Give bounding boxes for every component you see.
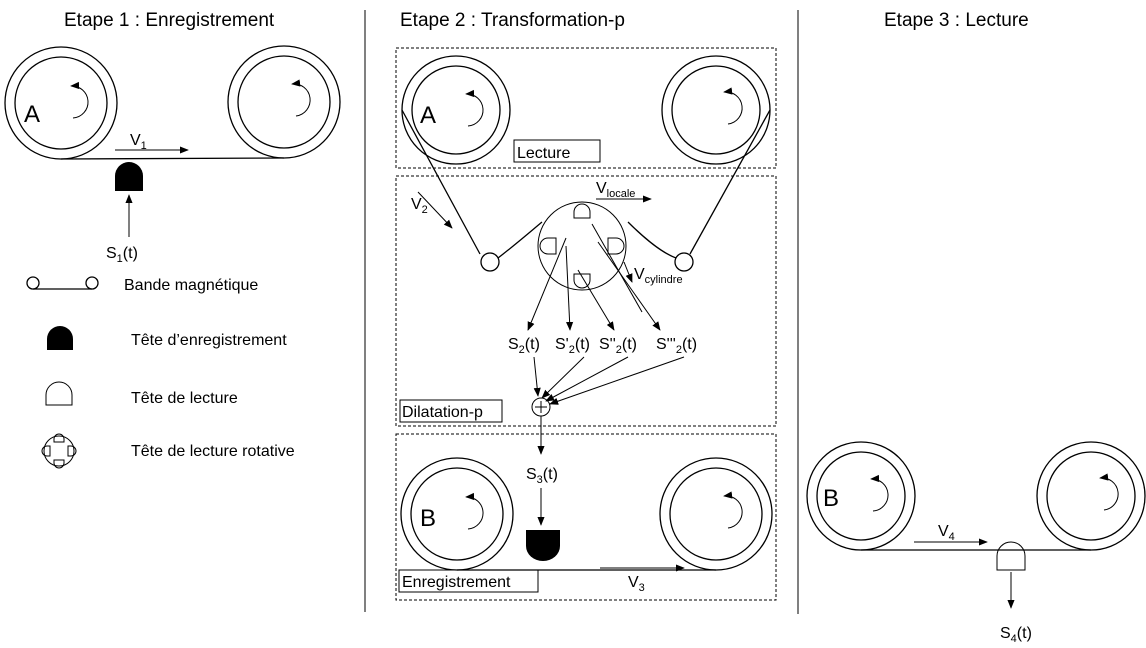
stage2-sum-arrow-2	[541, 356, 585, 399]
stage2-arrow-s2	[527, 237, 567, 331]
stage2-reel-right-b	[659, 457, 773, 571]
legend-read-head-icon	[45, 381, 73, 406]
stage3-title: Etape 3 : Lecture	[884, 10, 1029, 31]
stage2-arrow-s2p	[565, 245, 574, 331]
stage2-dilatation-label-box	[399, 399, 503, 423]
stage2-reel-right	[661, 55, 771, 165]
stage2-record-head	[526, 530, 560, 561]
stage1-record-head	[115, 162, 143, 191]
stage2-speed-v2-label: V2	[411, 196, 428, 216]
stage2-speed-vlocale-label: Vlocale	[596, 180, 635, 200]
legend-rotary-head-label: Tête de lecture rotative	[131, 443, 295, 460]
stage2-reel-b-label: B	[420, 505, 436, 532]
stage2-arrow-s2ppp	[597, 241, 661, 331]
stage2-read-box	[395, 47, 777, 169]
stage2-record-label-box	[398, 569, 539, 593]
stage3-read-head	[996, 541, 1026, 571]
stage1-reel-right	[227, 45, 341, 159]
stage2-read-label-box	[513, 139, 601, 163]
stage2-arrow-s2pp	[577, 269, 615, 331]
legend-read-head-label: Tête de lecture	[131, 390, 238, 407]
stage3-signal-s4: S4(t)	[1000, 625, 1032, 645]
stage2-title: Etape 2 : Transformation-p	[400, 10, 625, 31]
legend-rotary-head-icon	[41, 433, 77, 469]
stage2-signal-s2ppp: S'''2(t)	[656, 336, 697, 356]
stage1-reel-a-label: A	[24, 101, 40, 128]
stage1-reel-a	[4, 46, 118, 160]
stage2-speed-vcyl-label: Vcylindre	[634, 266, 683, 286]
stage2-tape-left	[401, 109, 481, 255]
stage2-speed-vcyl-arrow	[623, 261, 633, 283]
stage1-title: Etape 1 : Enregistrement	[64, 10, 275, 31]
stage3-reel-right	[1036, 441, 1146, 551]
stage2-sum-arrow-4	[549, 356, 685, 405]
stage2-arrow-guide	[591, 223, 643, 313]
stage2-reel-a	[401, 55, 511, 165]
stage2-signal-s2p: S'2(t)	[555, 336, 590, 356]
stage2-speed-v3-label: V3	[628, 574, 645, 594]
stage2-tape-right	[689, 109, 771, 255]
stage2-guide-roller-right	[674, 252, 694, 272]
stage2-record-label: Enregistrement	[402, 574, 511, 591]
stage2-reel-b	[400, 457, 514, 571]
stage2-sum-arrow-3	[545, 356, 629, 402]
stage2-sum-arrow-1	[533, 356, 541, 397]
stage3-reel-b-label: B	[823, 485, 839, 512]
legend-tape-icon	[26, 276, 99, 290]
stage1-speed-label: V1	[130, 132, 147, 152]
stage2-signal-s2pp: S''2(t)	[599, 336, 637, 356]
stage2-guide-roller-left	[480, 252, 500, 272]
stage2-adder	[531, 397, 551, 417]
legend-tape-label: Bande magnétique	[124, 277, 258, 294]
stage2-record-box	[395, 433, 777, 601]
legend-record-head-icon	[47, 326, 73, 350]
legend-record-head-label: Tête d’enregistrement	[131, 332, 287, 349]
stage2-reel-a-label: A	[420, 102, 436, 129]
stage2-tape-from-drum	[627, 221, 677, 259]
stage2-dilatation-label: Dilatation-p	[402, 404, 483, 421]
stage2-rotary-drum	[537, 201, 627, 291]
stage2-dilatation-box	[395, 175, 777, 427]
stage2-signal-s3: S3(t)	[526, 466, 558, 486]
stage3-speed-v4-label: V4	[938, 523, 955, 543]
stage2-signal-s2: S2(t)	[508, 336, 540, 356]
stage2-speed-v2-arrow	[417, 191, 453, 229]
stage1-signal-label: S1(t)	[106, 245, 138, 265]
stage1-tape	[60, 157, 285, 160]
stage2-tape-to-drum	[497, 221, 543, 259]
stage2-read-label: Lecture	[517, 145, 570, 162]
